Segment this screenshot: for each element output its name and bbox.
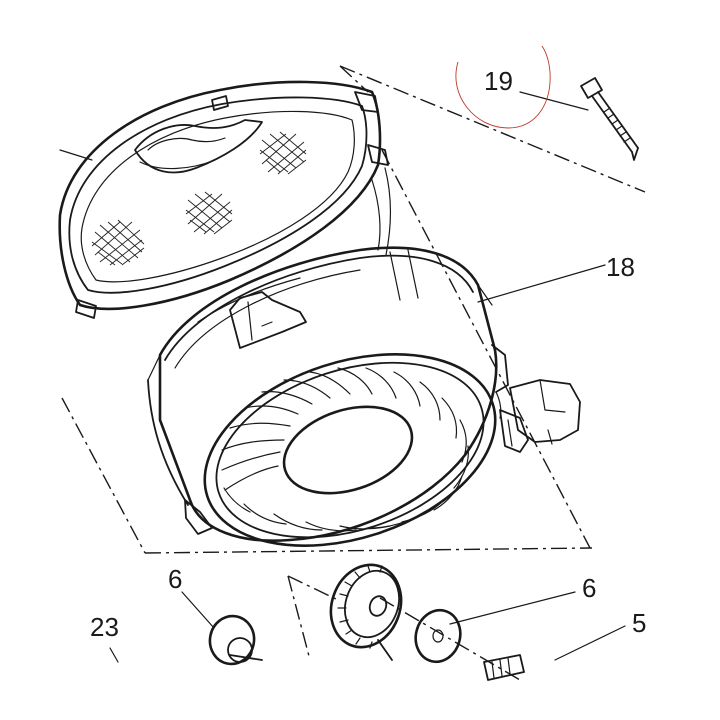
callout-19: 19 <box>484 66 513 96</box>
callout-23: 23 <box>90 612 119 642</box>
knurled-nut <box>329 563 403 661</box>
blower-cover-housing <box>58 80 391 319</box>
vent-mesh-middle <box>185 191 233 235</box>
highlight-circle <box>455 45 551 129</box>
bolt-part-5 <box>483 654 525 681</box>
bottom-hardware <box>208 563 525 681</box>
callout-6-right: 6 <box>582 573 596 603</box>
washer-left <box>208 614 263 666</box>
callout-18: 18 <box>606 252 635 282</box>
fan-blades <box>221 367 469 532</box>
vent-mesh-right <box>259 131 307 175</box>
callout-6-left: 6 <box>168 564 182 594</box>
assembly-guide-lines <box>61 65 646 681</box>
blower-fan-assembly <box>147 246 581 547</box>
electrical-connector <box>491 344 581 453</box>
washer-right <box>414 608 462 664</box>
vent-mesh-left <box>91 219 145 266</box>
screw-part-19 <box>580 77 639 161</box>
leader-lines <box>109 91 626 663</box>
callout-5: 5 <box>632 608 646 638</box>
